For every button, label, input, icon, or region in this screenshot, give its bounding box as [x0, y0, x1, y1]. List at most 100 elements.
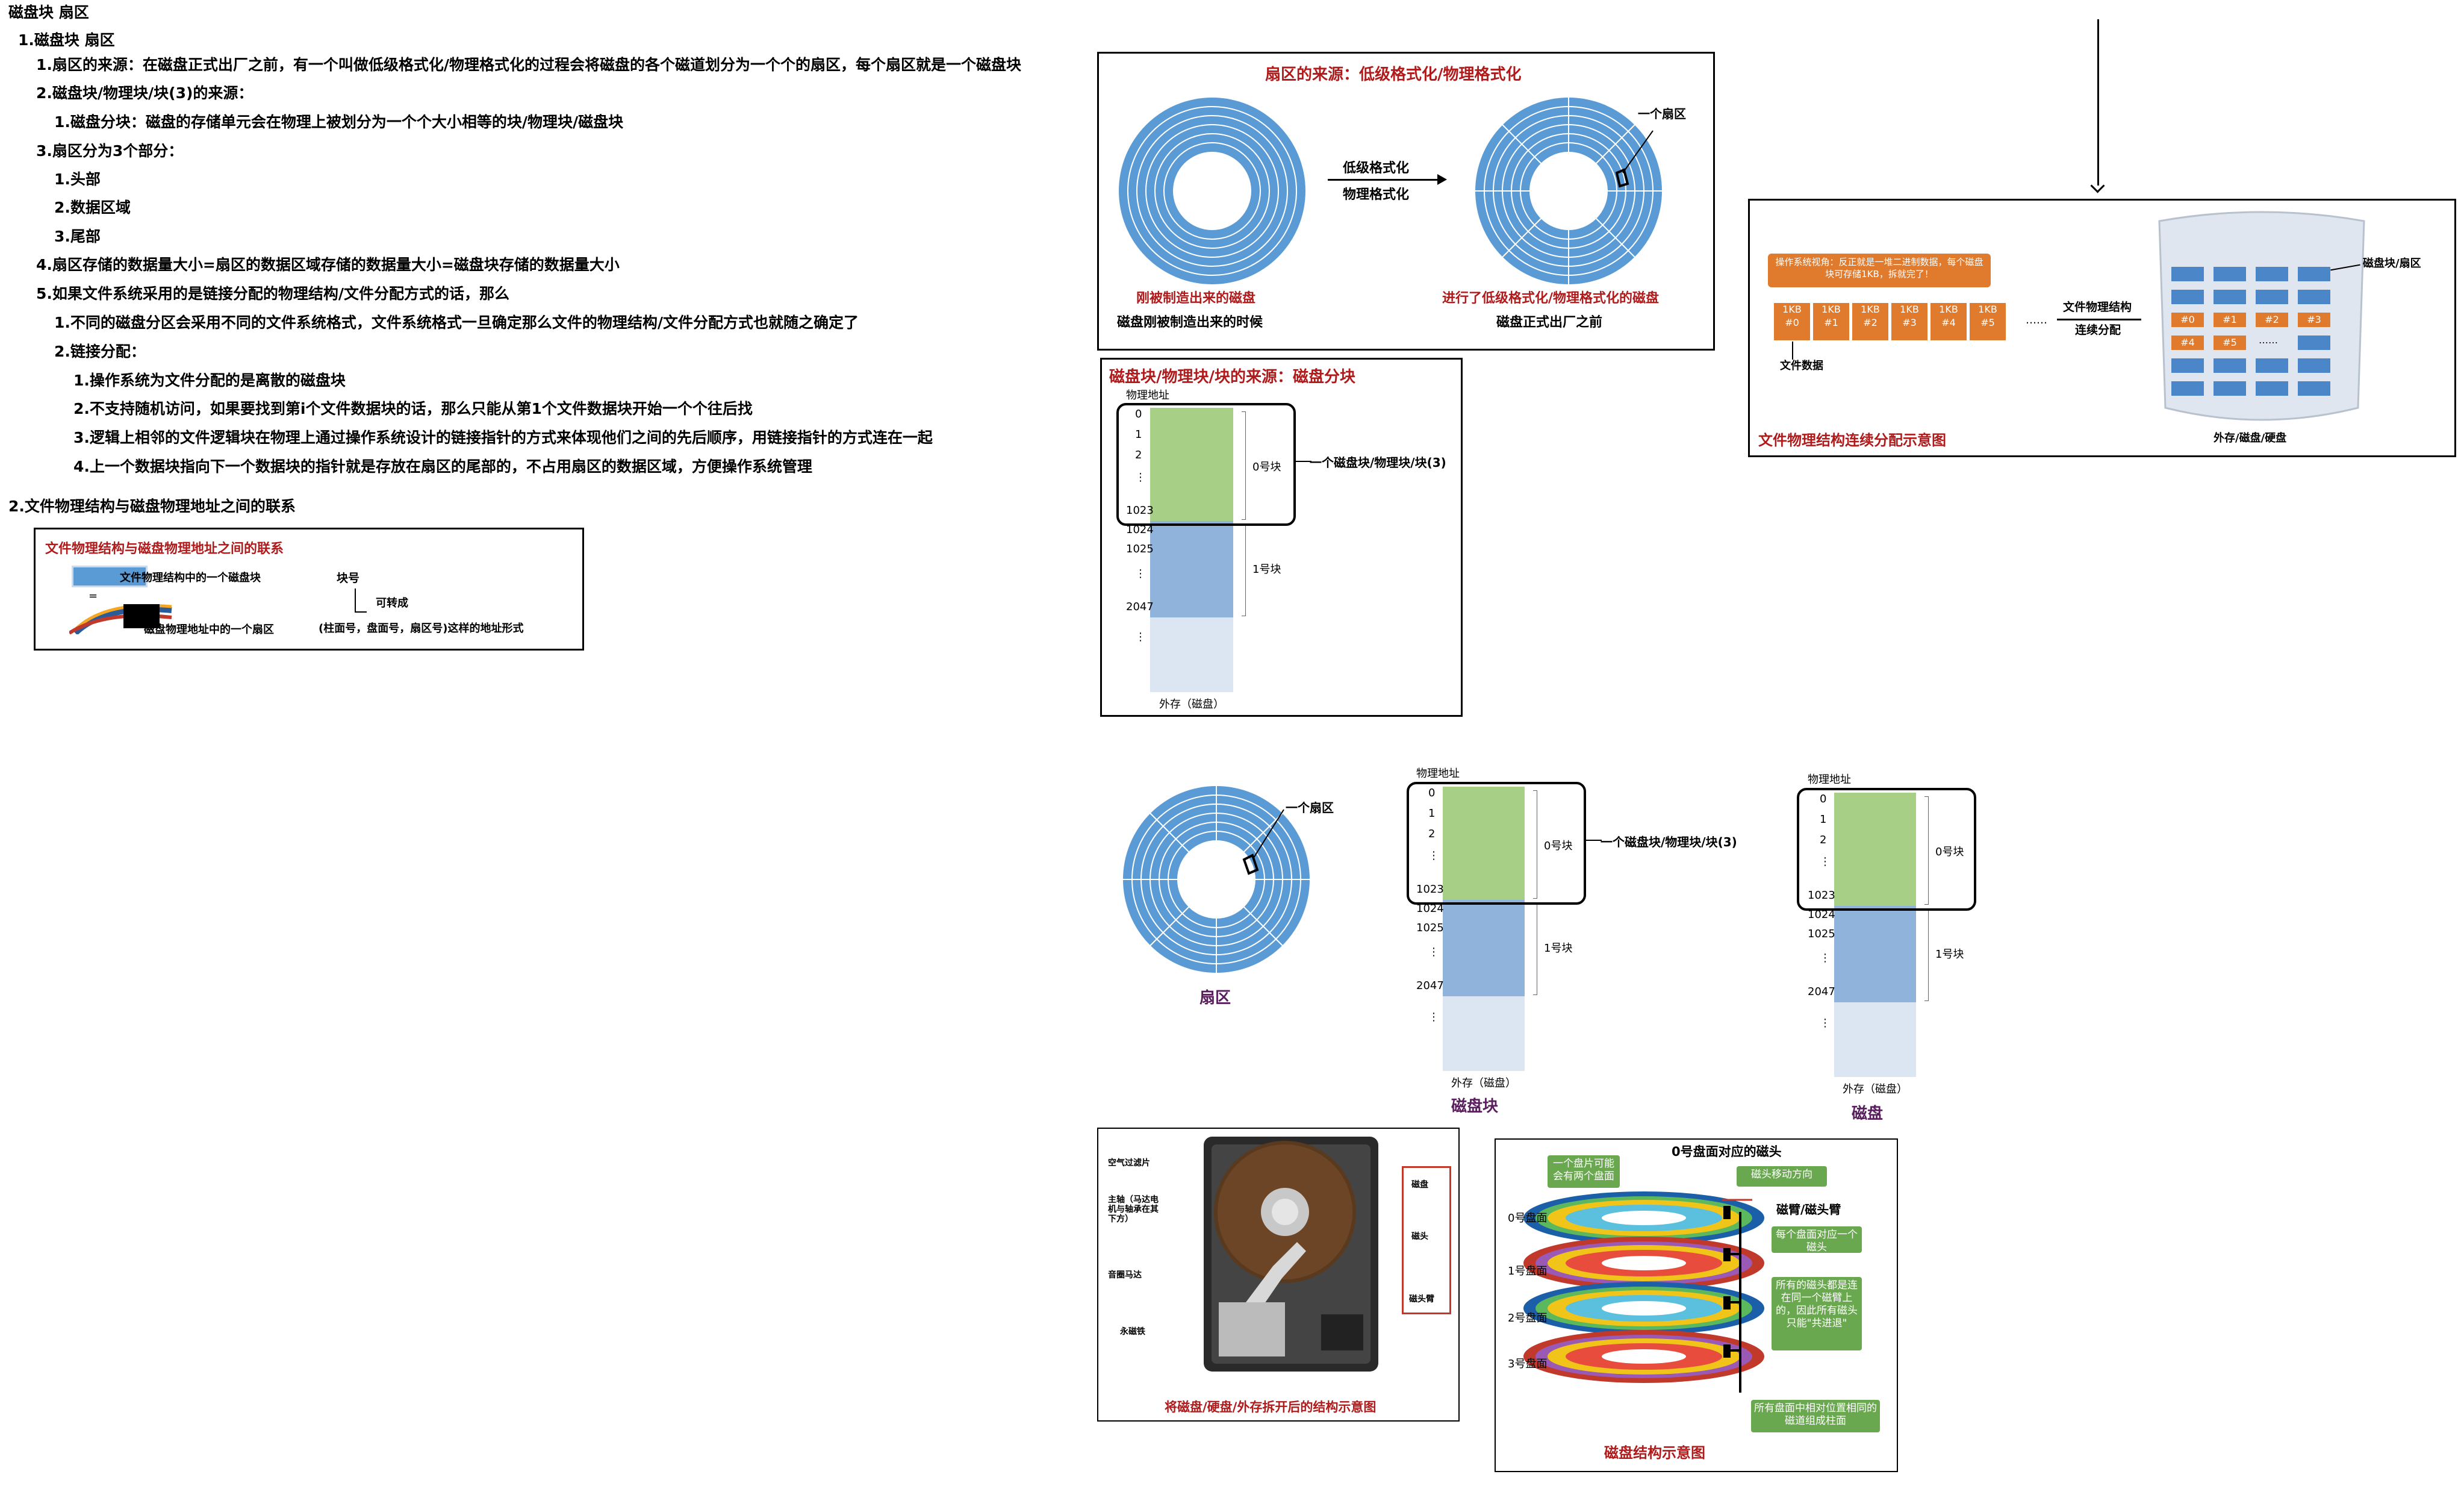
kb-block: 1KB #0 [1774, 303, 1810, 340]
disk-caption: 磁盘 [1852, 1105, 1884, 1123]
block-callout: 一个磁盘块/物理块/块(3) [1310, 455, 1446, 470]
block0-cells [1834, 793, 1916, 907]
format-panel: 扇区的来源：低级格式化/物理格式化 低级格式化 物理格式化 一个扇区 刚被制造出… [1097, 52, 1715, 351]
kb-dots: …… [2026, 314, 2047, 326]
cyl-block-used: #0 [2171, 313, 2204, 327]
arrow-label-1: 低级格式化 [1343, 161, 1410, 176]
notes-title: 磁盘块 扇区 [8, 4, 89, 21]
note-bubble: 每个盘面对应一个磁头 [1772, 1226, 1862, 1253]
hdd-label: 音圈马达 [1108, 1270, 1142, 1280]
note-bubble: 一个盘片可能会有两个盘面 [1548, 1155, 1620, 1188]
note-line: 3.扇区分为3个部分： [36, 142, 184, 160]
addr-label: ⋮ [1820, 855, 1831, 868]
hdd-photo [1204, 1137, 1378, 1372]
sector-label: 磁盘物理地址中的一个扇区 [144, 623, 274, 636]
block0-label: 0号块 [1544, 840, 1573, 852]
sector-icon [69, 604, 172, 634]
addr-label: 1024 [1808, 908, 1835, 921]
addr-label: 2 [1820, 834, 1827, 846]
addr-label: ⋮ [1135, 567, 1146, 580]
addr-label: 2047 [1416, 979, 1444, 992]
kb-block: 1KB #2 [1852, 303, 1888, 340]
arrow-label-2: 物理格式化 [1343, 187, 1410, 202]
rest-cells [1834, 1002, 1916, 1078]
cyl-block [2298, 381, 2330, 396]
block1-cells [1443, 900, 1525, 997]
block-footer: 外存（磁盘） [1159, 698, 1224, 711]
addr-label: 1 [1820, 813, 1827, 826]
cyl-block [2256, 358, 2288, 373]
note-line: 1.操作系统为文件分配的是离散的磁盘块 [73, 372, 346, 389]
note-line: 1.不同的磁盘分区会采用不同的文件系统格式，文件系统格式一旦确定那么文件的物理结… [54, 314, 859, 331]
down-arrow [2097, 19, 2099, 186]
note-line: 1.头部 [54, 170, 101, 188]
sector-disk [1123, 786, 1310, 973]
addr-label: ⋮ [1428, 946, 1439, 958]
hdd-panel-title: 将磁盘/硬盘/外存拆开后的结构示意图 [1165, 1400, 1377, 1414]
block-highlight [1797, 788, 1976, 911]
hdd-label: 磁头 [1411, 1232, 1428, 1241]
convert-arrow [355, 588, 367, 613]
brace [1924, 910, 1929, 1001]
note-line: 5.如果文件系统采用的是链接分配的物理结构/文件分配方式的话，那么 [36, 285, 510, 302]
block-footer: 外存（磁盘） [1843, 1083, 1908, 1096]
note-line: 2.文件物理结构与磁盘物理地址之间的联系 [8, 498, 296, 515]
struct-panel-title: 磁盘结构示意图 [1604, 1444, 1705, 1461]
block-sector-label: 磁盘块/扇区 [2363, 257, 2421, 270]
kb-block: 1KB #3 [1891, 303, 1927, 340]
contig-arrow [2057, 319, 2141, 320]
block1-cells [1834, 906, 1916, 1003]
note-line: 1.磁盘块 扇区 [18, 31, 115, 49]
note-line: 3.逻辑上相邻的文件逻辑块在物理上通过操作系统设计的链接指针的方式来体现他们之间… [73, 429, 933, 446]
hdd-label: 永磁铁 [1120, 1327, 1145, 1337]
hdd-panel: 空气过滤片 主轴（马达电机与轴承在其下方） 音圈马达 永磁铁 磁盘 磁头 磁头臂… [1097, 1128, 1460, 1422]
hdd-label: 磁盘 [1411, 1180, 1428, 1190]
addr-label: 1025 [1126, 543, 1154, 555]
mid-one-sector: 一个扇区 [1286, 801, 1334, 815]
one-sector-label: 一个扇区 [1638, 107, 1686, 121]
raw-disk-caption: 刚被制造出来的磁盘 [1136, 291, 1256, 306]
block-footer: 外存（磁盘） [1451, 1077, 1516, 1090]
cyl-block [2171, 358, 2204, 373]
hdd-label: 主轴（马达电机与轴承在其下方） [1108, 1195, 1159, 1224]
file-data-label: 文件数据 [1780, 360, 1823, 372]
cyl-block-used: #3 [2298, 313, 2330, 327]
cyl-block-used: #5 [2214, 336, 2246, 350]
note-bubble: 所有的磁头都是连在同一个磁臂上的，因此所有磁头只能"共进退" [1772, 1277, 1862, 1350]
arrow-head [1437, 174, 1447, 185]
block-panel-title: 磁盘块/物理块/块的来源：磁盘分块 [1109, 368, 1355, 386]
cyl-block [2171, 381, 2204, 396]
addr-label: 1023 [1808, 889, 1835, 902]
phys-addr-label: 物理地址 [1808, 773, 1851, 786]
block-highlight [1407, 782, 1586, 905]
hdd-label: 空气过滤片 [1108, 1158, 1150, 1168]
convert-label: 可转成 [376, 597, 408, 610]
cyl-block-used: #2 [2256, 313, 2288, 327]
addr-label: 1023 [1416, 883, 1444, 896]
cyl-block [2256, 290, 2288, 304]
surface-label: 3号盘面 [1508, 1358, 1548, 1370]
note-line: 3.尾部 [54, 228, 101, 245]
addr-label: 1 [1135, 428, 1142, 441]
addr-label: 2 [1135, 449, 1142, 461]
surface-label: 1号盘面 [1508, 1265, 1548, 1278]
contig-arrow-top: 文件物理结构 [2063, 301, 2132, 314]
addr-label: 0 [1820, 793, 1827, 805]
block0-label: 0号块 [1252, 461, 1281, 473]
surface-label: 0号盘面 [1508, 1212, 1548, 1225]
hdd-right-box [1402, 1166, 1451, 1314]
file-data-arrow [1792, 342, 1793, 360]
addr-form-label: (柱面号，盘面号，扇区号)这样的地址形式 [319, 622, 524, 635]
note-line: 1.磁盘分块：磁盘的存储单元会在物理上被划分为一个个大小相等的块/物理块/磁盘块 [54, 113, 624, 131]
rest-cells [1150, 617, 1233, 693]
format-panel-title: 扇区的来源：低级格式化/物理格式化 [1265, 66, 1522, 84]
block-no-label: 块号 [337, 572, 360, 585]
addr-label: 0 [1428, 787, 1436, 799]
addr-label: 1025 [1808, 928, 1835, 940]
rest-cells [1443, 996, 1525, 1072]
cyl-block [2214, 381, 2246, 396]
formatted-disk-subcaption: 磁盘正式出厂之前 [1496, 315, 1603, 330]
addr-label: 1023 [1126, 504, 1154, 517]
addr-label: 2 [1428, 828, 1436, 840]
cyl-footer: 外存/磁盘/硬盘 [2214, 432, 2287, 445]
